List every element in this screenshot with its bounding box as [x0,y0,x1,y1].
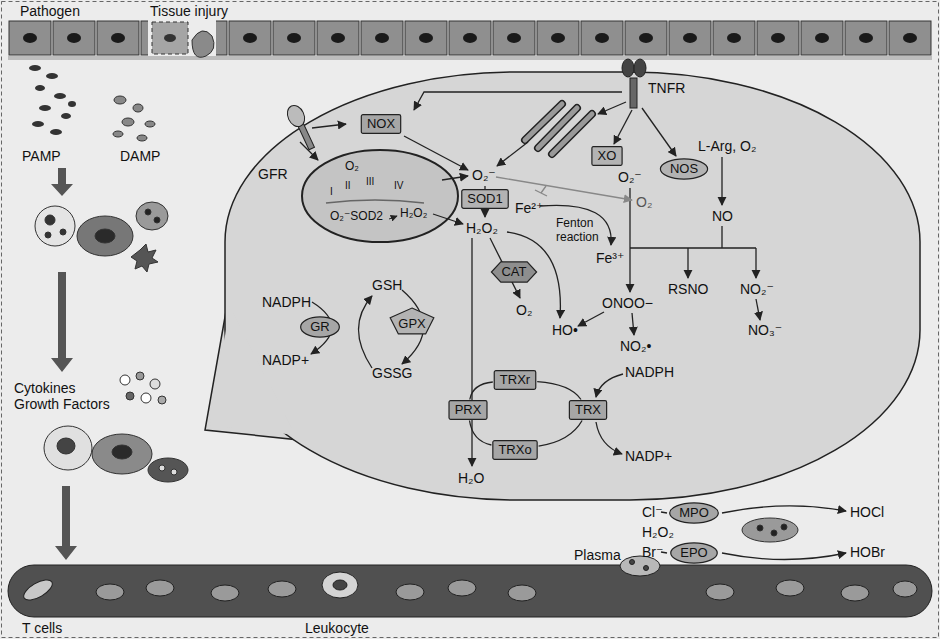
label-text: Cytokines Growth Factors [14,380,118,412]
label-text: O₂ [636,194,652,210]
immune-cells [44,426,188,482]
superoxide-arrow [496,177,632,200]
node-label: TRXo [498,442,531,457]
label-text: O₂⁻SOD2 [330,210,383,224]
cycle-connector [537,382,581,400]
node-label: NOS [670,161,698,176]
cycle-connector [470,382,493,400]
label-text: TNFR [648,80,685,96]
label-text: T cells [22,620,62,636]
label-text: Pathogen [20,3,80,19]
label-text: O₂ [516,302,532,318]
node-label: CAT [501,264,526,279]
label-text: GSH [372,277,402,293]
epithelium [8,20,932,60]
label-text: Br⁻ [642,544,663,560]
node-label: MPO [679,505,709,520]
er-stripes [525,104,592,154]
label-text: NADPH [625,364,674,380]
label-text: NADP+ [262,352,309,368]
label-text: NO₃⁻ [748,322,782,338]
cycle-connector [470,421,492,446]
node-label: TRX [575,402,601,417]
immune-cells [35,202,168,272]
label-text: Cl⁻ [642,504,663,520]
label-text: GFR [258,166,288,182]
label-text: IV [394,180,403,192]
cycle-connector [539,421,583,447]
label-text: O₂ [345,160,359,174]
label-text: H₂O₂ [400,207,427,221]
cell-bubble [205,72,920,500]
label-text: H₂O₂ [466,220,498,236]
label-text: NADP+ [625,448,672,464]
enzyme-box: PRX [449,401,488,420]
label-text: HOCl [850,504,884,520]
enzyme-box: EPO [670,543,717,564]
enzyme-box: GR [300,317,340,338]
label-text: NADPH [262,294,311,310]
node-label: GR [310,319,330,334]
node-label: XO [598,148,617,163]
label-text: Tissue injury [150,3,228,19]
cytokine-dots [120,372,166,404]
label-text: II [345,180,351,192]
enzyme-box: XO [592,147,623,166]
label-text: HO• [552,322,578,338]
enzyme-box: TRX [569,401,607,420]
enzyme-box: GPX [389,308,434,335]
label-text: O₂⁻ [618,169,642,185]
node-label: NOX [367,116,395,131]
node-label: EPO [680,545,707,560]
label-text: Plasma [574,547,621,563]
label-text: ONOO− [602,295,653,311]
label-text: I [330,186,333,198]
node-label: GPX [398,316,425,331]
label-text: H₂O [458,470,484,486]
receptor-symbol [284,59,646,150]
damp-particles [113,96,155,141]
node-label: PRX [455,402,482,417]
enzyme-box: TRXr [494,371,536,390]
granulocyte [742,518,798,542]
label-text: DAMP [120,148,160,164]
mitochondrion [302,150,458,242]
label-text: O₂⁻ [472,167,496,183]
node-label: SOD1 [467,191,502,206]
label-text: RSNO [668,281,708,297]
label-text: GSSG [372,365,412,381]
label-text: PAMP [22,148,61,164]
enzyme-box: MPO [669,503,719,524]
label-text: Fenton reaction [556,217,606,245]
enzyme-box: NOX [361,115,401,134]
label-text: H₂O₂ [642,524,674,540]
enzyme-box: TRXo [492,441,537,460]
enzyme-box: CAT [490,262,537,283]
enzyme-box: SOD1 [461,190,508,209]
label-text: NO₂• [620,338,651,354]
label-text: HOBr [850,544,885,560]
label-text: NO [712,208,733,224]
node-label: TRXr [500,372,530,387]
label-text: Leukocyte [305,620,369,636]
label-text: L-Arg, O₂ [698,138,756,154]
blood-vessel [8,556,932,617]
pathogen-particles [29,65,76,135]
label-text: III [366,176,374,188]
enzyme-box: NOS [660,159,708,180]
label-text: NO₂⁻ [740,281,774,297]
label-text: Fe³⁺ [596,250,624,266]
label-text: Fe²⁺ [515,200,543,216]
pathway-arrow [300,92,760,466]
